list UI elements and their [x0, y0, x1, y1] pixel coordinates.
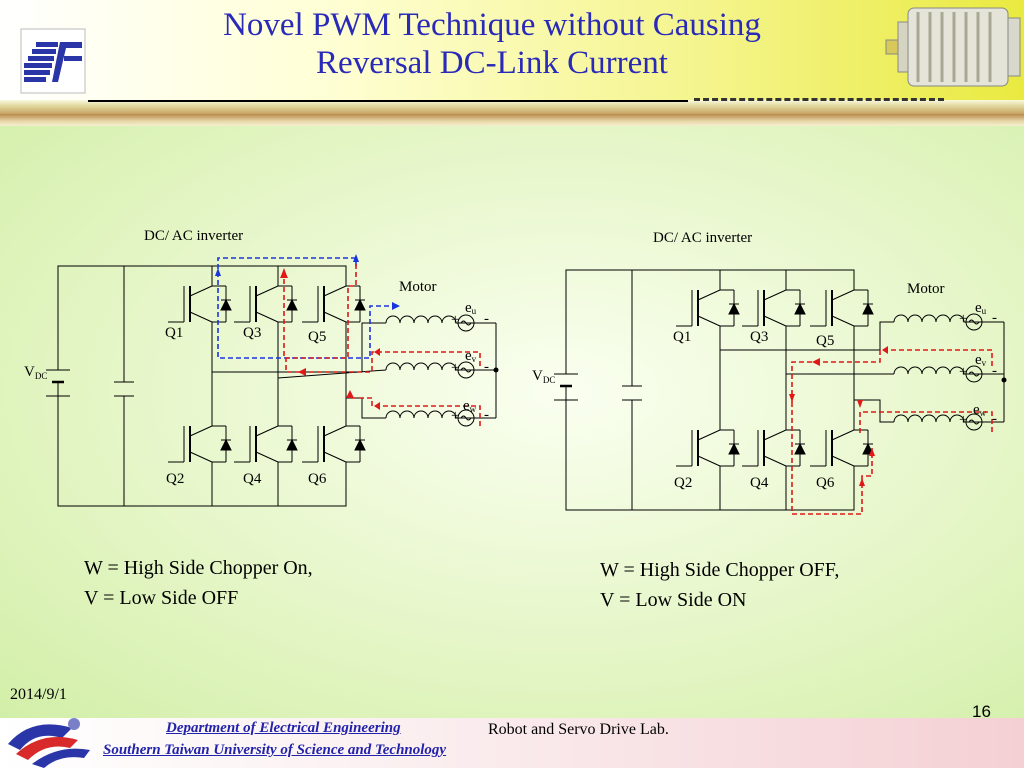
- university-logo-icon: [20, 28, 86, 94]
- page-number: 16: [972, 702, 991, 721]
- header-band: [0, 0, 1024, 100]
- footer-band: [0, 718, 1024, 768]
- right-emf-w: ew: [973, 402, 987, 418]
- title-line-2: Reversal DC-Link Current: [316, 45, 668, 81]
- right-plus-w: +: [959, 412, 967, 428]
- right-caption-line-2: V = Low Side ON: [600, 589, 747, 611]
- left-switch-q3: Q3: [243, 325, 261, 341]
- department-name: Department of Electrical Engineering: [166, 720, 401, 736]
- footer-logo-icon: [8, 718, 90, 768]
- left-red-path-top: [280, 264, 357, 359]
- right-caption: W = High Side Chopper OFF, V = Low Side …: [600, 555, 839, 615]
- left-red-path-w: [346, 390, 481, 426]
- right-plus-u: +: [959, 311, 967, 327]
- motor-icon: [885, 7, 1021, 87]
- left-plus-w: +: [451, 408, 459, 424]
- left-switch-q5: Q5: [308, 329, 326, 345]
- right-switch-q4: Q4: [750, 475, 769, 491]
- left-switch-q4: Q4: [243, 471, 262, 487]
- left-motor-label: Motor: [399, 279, 437, 295]
- left-minus-u: -: [484, 311, 489, 327]
- left-inverter-circuit: DC/ AC inverter Motor VDC Q1 Q3 Q5 Q2 Q4…: [24, 228, 499, 507]
- university-name: Southern Taiwan University of Science an…: [103, 742, 447, 758]
- left-switch-q2: Q2: [166, 471, 184, 487]
- slide-title: Novel PWM Technique without Causing Reve…: [100, 6, 884, 82]
- right-inverter-circuit: DC/ AC inverter Motor VDC Q1 Q3 Q5 Q2 Q4…: [532, 230, 1007, 515]
- header-rule-upper: [0, 100, 1024, 114]
- right-minus-w: -: [992, 411, 997, 427]
- right-switch-q1: Q1: [673, 329, 691, 345]
- left-minus-v: -: [484, 359, 489, 375]
- title-line-1: Novel PWM Technique without Causing: [223, 7, 761, 43]
- right-emf-v: ev: [975, 352, 987, 368]
- right-switch-q3: Q3: [750, 329, 768, 345]
- header-rule-lower: [0, 114, 1024, 126]
- left-emf-w: ew: [463, 398, 477, 414]
- right-red-path-loop: [791, 402, 873, 515]
- right-minus-v: -: [992, 363, 997, 379]
- left-plus-v: +: [451, 360, 459, 376]
- left-plus-u: +: [451, 312, 459, 328]
- left-emf-u: eu: [465, 300, 477, 316]
- left-minus-w: -: [484, 407, 489, 423]
- right-switch-q2: Q2: [674, 475, 692, 491]
- dotted-divider: [694, 98, 944, 101]
- title-underline: [88, 100, 688, 102]
- left-switch-q6: Q6: [308, 471, 327, 487]
- right-switch-q5: Q5: [816, 333, 834, 349]
- lab-name: Robot and Servo Drive Lab.: [488, 721, 669, 738]
- circuit-diagram: DC/ AC inverter Motor VDC Q1 Q3 Q5 Q2 Q4…: [24, 228, 1007, 515]
- right-red-path-w: [859, 411, 993, 436]
- slide-date: 2014/9/1: [10, 686, 67, 703]
- left-inverter-label: DC/ AC inverter: [144, 228, 243, 244]
- left-caption-line-2: V = Low Side OFF: [84, 587, 239, 609]
- content-background: [0, 126, 1024, 718]
- left-red-path-vleft: [285, 358, 300, 373]
- right-caption-line-1: W = High Side Chopper OFF,: [600, 559, 840, 581]
- left-caption-line-1: W = High Side Chopper On,: [84, 557, 313, 579]
- right-vdc-label: VDC: [532, 368, 555, 385]
- left-emf-v: ev: [465, 348, 477, 364]
- right-inverter-label: DC/ AC inverter: [653, 230, 752, 246]
- left-switch-q1: Q1: [165, 325, 183, 341]
- left-blue-path: [217, 257, 400, 359]
- left-red-path-v: [300, 351, 481, 373]
- right-minus-u: -: [992, 310, 997, 326]
- left-vdc-label: VDC: [24, 364, 47, 381]
- right-emf-u: eu: [975, 300, 987, 316]
- right-plus-v: +: [959, 364, 967, 380]
- right-red-path-v: [791, 349, 993, 402]
- right-motor-label: Motor: [907, 281, 945, 297]
- right-switch-q6: Q6: [816, 475, 835, 491]
- left-caption: W = High Side Chopper On, V = Low Side O…: [84, 553, 313, 613]
